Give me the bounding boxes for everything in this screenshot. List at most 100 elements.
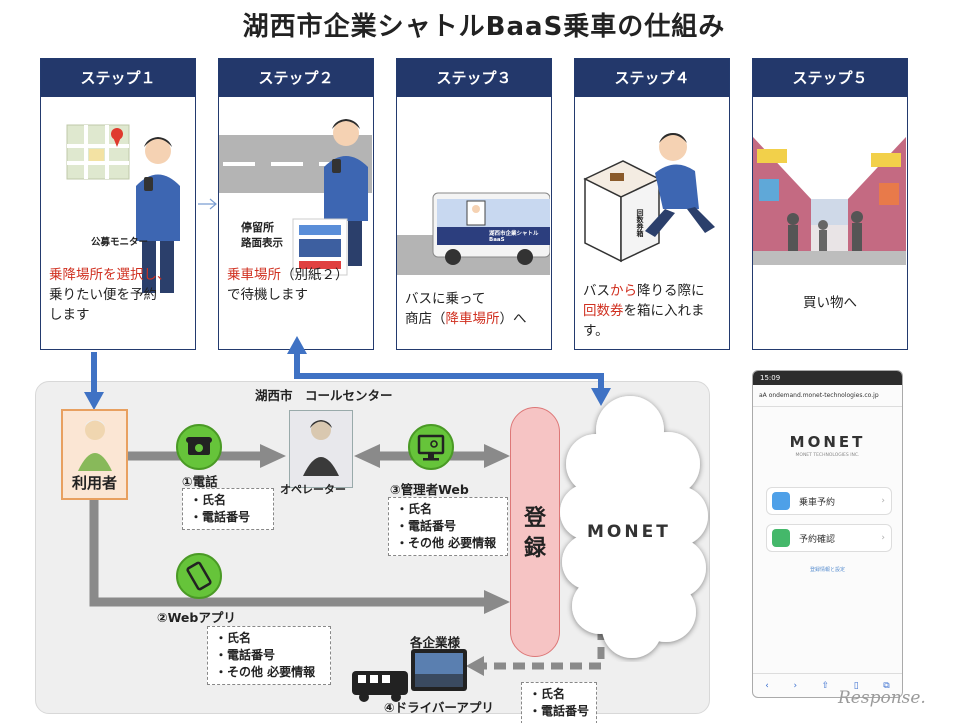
step-3-line2-post: ）へ <box>499 311 527 327</box>
step-3-header: ステップ３ <box>397 59 551 97</box>
step-4-panel: ステップ４ 回数券箱 バスから降りる際に 回数券を箱に入れま す。 <box>574 58 730 350</box>
admin-web-label: ③管理者Web <box>390 482 469 497</box>
ride-reservation-button[interactable]: 乗車予約 › <box>766 487 892 515</box>
reservation-check-label: 予約確認 <box>799 534 836 545</box>
user-node: 利用者 <box>61 409 128 500</box>
ride-reservation-label: 乗車予約 <box>799 497 836 508</box>
step-5-line1: 買い物へ <box>803 295 857 311</box>
phone-time: 15:09 <box>760 374 781 382</box>
monet-cloud <box>560 396 708 658</box>
phone-call-label: ①電話 <box>182 474 218 489</box>
response-watermark: Response. <box>838 688 926 708</box>
register-node: 登 録 <box>510 407 560 657</box>
step-4-line1-red: から <box>610 283 637 299</box>
step-4-line1-post: 降りる際に <box>637 283 705 299</box>
admin-field-tel: ・電話番号 <box>396 519 457 533</box>
step-1-line3: します <box>49 307 90 323</box>
webapp-field-tel: ・電話番号 <box>215 648 276 662</box>
operator-icon <box>303 420 339 476</box>
step-2-line1-red: 乗車場所 <box>227 267 281 283</box>
arrow-head-webapp-register <box>484 590 510 614</box>
arrow-head-to-register <box>484 444 510 468</box>
step-5-panel: ステップ５ 買い物へ <box>752 58 908 350</box>
step-arrow-right <box>198 198 217 210</box>
register-label: 登 録 <box>511 504 559 564</box>
step-2-panel: ステップ２ 停留所 路面表示 乗車場所（別紙２） で待機します <box>218 58 374 350</box>
arrow-head-up-step2 <box>287 336 307 354</box>
step-5-description: 買い物へ <box>803 293 949 313</box>
step-2-line1-rest: （別紙２） <box>281 267 349 283</box>
call-center-title: 湖西市 コールセンター <box>255 388 393 403</box>
arrow-head-to-operator-left <box>354 444 380 468</box>
reservation-check-button[interactable]: 予約確認 › <box>766 524 892 552</box>
companies-label: 各企業様 <box>410 635 461 650</box>
step-3-description: バスに乗って 商店（降車場所）へ <box>405 289 551 329</box>
bookmarks-icon[interactable]: ▯ <box>853 680 859 691</box>
arrow-head-down-cloud <box>591 388 611 406</box>
step-4-line1-pre: バス <box>583 283 610 299</box>
admin-web-fields: ・氏名 ・電話番号 ・その他 必要情報 <box>388 497 508 556</box>
driver-field-tel: ・電話番号 <box>529 704 590 718</box>
arrow-head-down-user <box>84 392 104 410</box>
register-text: 登 録 <box>523 506 546 561</box>
checklist-icon <box>772 529 790 547</box>
arrow-head-to-driver <box>466 656 484 676</box>
step-1-line1: 乗降場所を選択し、 <box>49 267 171 283</box>
step-3-illustration <box>397 192 550 275</box>
step-4-box-label: 回数券箱 <box>636 209 644 237</box>
step-4-line2-red: 回数券 <box>583 303 624 319</box>
step-3-line2-pre: 商店（ <box>405 311 446 327</box>
operator-label: オペレーター <box>280 483 346 496</box>
step-4-line2-post: を箱に入れま <box>623 303 705 319</box>
driver-field-name: ・氏名 <box>529 687 566 701</box>
tablet-icon <box>411 649 467 691</box>
admin-field-name: ・氏名 <box>396 502 433 516</box>
step-1-line2: 乗りたい便を予約 <box>49 287 157 303</box>
share-icon[interactable]: ⇧ <box>821 680 830 691</box>
phone-browser-toolbar: ‹ › ⇧ ▯ ⧉ <box>753 673 902 697</box>
step-4-line3: す。 <box>583 323 609 339</box>
web-app-label: ②Webアプリ <box>157 610 236 625</box>
step-3-panel: ステップ３ 湖西市企業シャトルBaaS バスに乗って 商店（降車場所）へ <box>396 58 552 350</box>
operator-node <box>289 410 353 488</box>
step-2-illustration <box>219 119 372 276</box>
back-icon[interactable]: ‹ <box>765 680 769 691</box>
forward-icon[interactable]: › <box>793 680 798 691</box>
user-icon <box>78 420 112 471</box>
bus-icon <box>352 671 408 702</box>
chevron-right-icon: › <box>881 533 885 543</box>
step-5-header: ステップ５ <box>753 59 907 97</box>
step-4-description: バスから降りる際に 回数券を箱に入れま す。 <box>583 281 729 341</box>
step-2-description: 乗車場所（別紙２） で待機します <box>227 265 373 305</box>
phone-brand: MONET <box>789 433 866 451</box>
car-icon <box>772 492 790 510</box>
phone-screenshot: 15:09 aA ondemand.monet-technologies.co.… <box>752 370 903 698</box>
step-4-illustration <box>583 133 715 263</box>
webapp-field-other: ・その他 必要情報 <box>215 665 316 679</box>
monitor-icon <box>408 424 454 470</box>
page-title: 湖西市企業シャトルBaaS乗車の仕組み <box>242 12 726 42</box>
phone-call-fields: ・氏名 ・電話番号 <box>182 488 274 530</box>
step-2-stop-label: 停留所 <box>241 221 274 234</box>
step-1-header: ステップ１ <box>41 59 195 97</box>
settings-link[interactable]: 登録情報と設定 <box>809 567 845 573</box>
phone-field-name: ・氏名 <box>190 493 227 507</box>
webapp-field-name: ・氏名 <box>215 631 252 645</box>
step-3-bus-label: 湖西市企業シャトルBaaS <box>489 231 539 243</box>
telephone-icon <box>176 424 222 470</box>
step-5-illustration <box>753 137 906 265</box>
chevron-right-icon: › <box>881 496 885 506</box>
step-2-line2: で待機します <box>227 287 308 303</box>
step-2-road-label: 路面表示 <box>241 237 283 249</box>
step-3-line1: バスに乗って <box>405 291 486 307</box>
phone-status-bar: 15:09 <box>753 371 902 385</box>
tabs-icon[interactable]: ⧉ <box>883 680 890 691</box>
phone-field-tel: ・電話番号 <box>190 510 251 524</box>
step-1-panel: ステップ１ 公募モニター 乗降場所を選択し、 乗りたい便を予約 します <box>40 58 196 350</box>
step-2-header: ステップ２ <box>219 59 373 97</box>
step-3-line2-red: 降車場所 <box>445 311 500 327</box>
phone-tagline: MONET TECHNOLOGIES INC. <box>795 453 860 458</box>
phone-url-bar[interactable]: aA ondemand.monet-technologies.co.jp <box>753 385 902 407</box>
driver-fields: ・氏名 ・電話番号 <box>521 682 597 723</box>
